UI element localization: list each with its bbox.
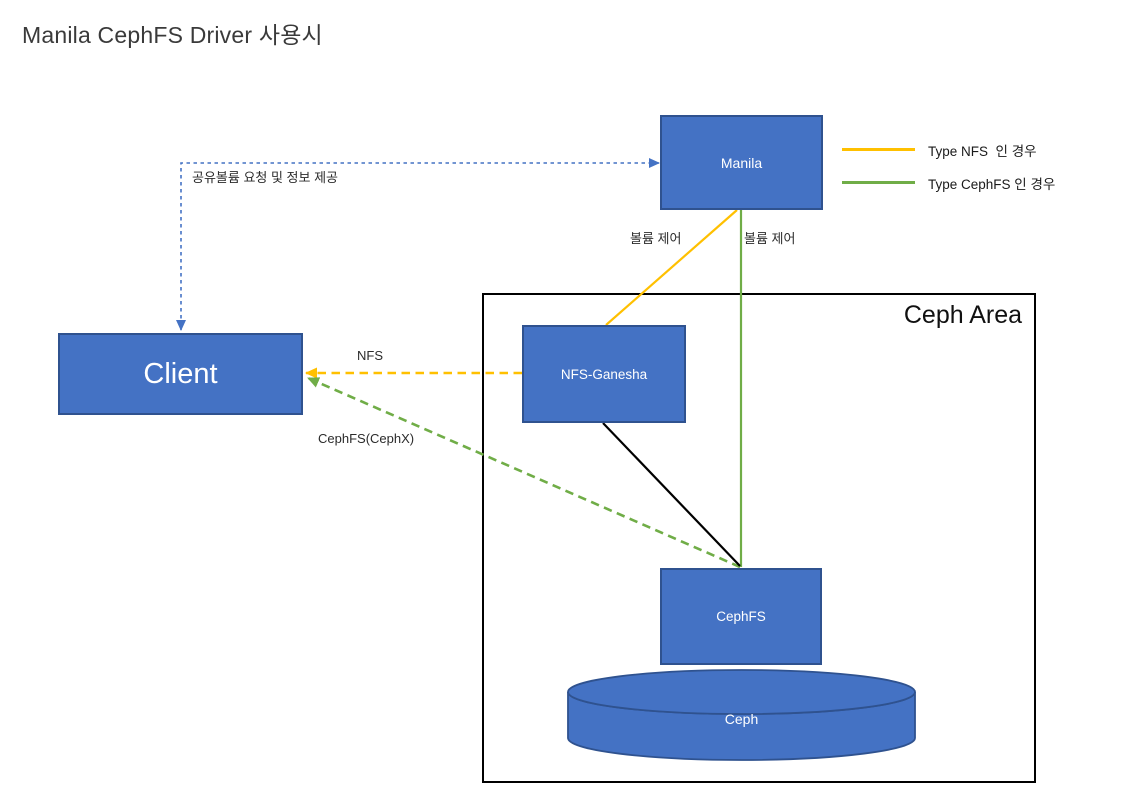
page-title: Manila CephFS Driver 사용시 [22, 22, 323, 48]
cephfs-node: CephFS [660, 568, 822, 665]
volume-control-nfs-label: 볼륨 제어 [630, 231, 682, 246]
legend-nfs-line-swatch [842, 148, 915, 151]
client-node-label: Client [143, 357, 218, 390]
legend-cephfs-label: Type CephFS 인 경우 [928, 176, 1056, 192]
legend-cephfs-line-swatch [842, 181, 915, 184]
legend-nfs-label: Type NFS 인 경우 [928, 143, 1037, 159]
ceph-cylinder-label: Ceph [724, 711, 759, 727]
nfs-ganesha-node: NFS-Ganesha [522, 325, 686, 423]
legend: Type NFS 인 경우 Type CephFS 인 경우 [842, 141, 1102, 207]
ceph-area-label: Ceph Area [903, 301, 1022, 329]
cephfs-node-label: CephFS [716, 609, 766, 624]
cephx-mount-label: CephFS(CephX) [318, 431, 415, 446]
legend-item-cephfs: Type CephFS 인 경우 [842, 174, 1102, 192]
client-node: Client [58, 333, 303, 415]
manila-node: Manila [660, 115, 823, 210]
nfs-ganesha-node-label: NFS-Ganesha [560, 366, 648, 382]
legend-item-nfs: Type NFS 인 경우 [842, 141, 1102, 159]
nfs-mount-label: NFS [357, 348, 383, 363]
share-request-label: 공유볼륨 요청 및 정보 제공 [192, 170, 339, 185]
volume-control-cephfs-label: 볼륨 제어 [744, 231, 796, 246]
manila-node-label: Manila [720, 154, 763, 171]
